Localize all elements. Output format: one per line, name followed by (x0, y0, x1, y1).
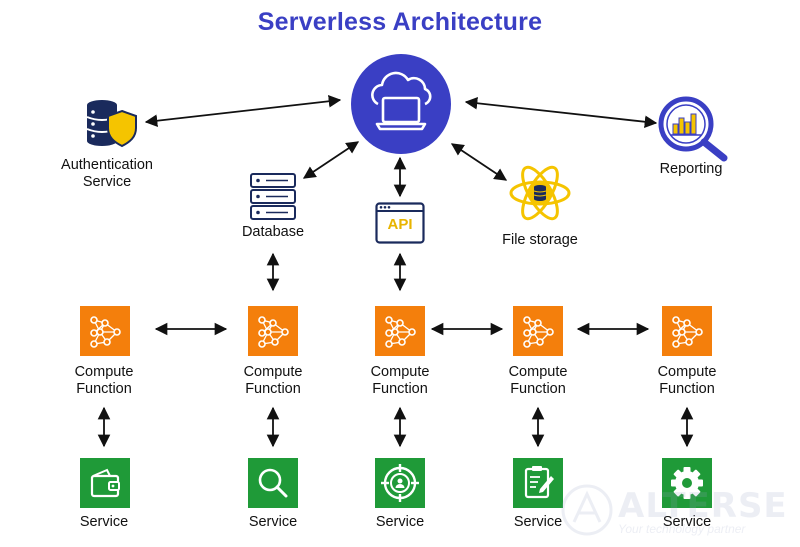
edge-cloud-filestorage (450, 143, 508, 181)
compute-function-4 (513, 306, 563, 356)
neural-network-icon (258, 316, 289, 348)
edge-auth-cloud (144, 95, 342, 127)
api-node (375, 202, 425, 244)
file-storage-node (509, 160, 571, 226)
service-label: Service (79, 514, 129, 530)
service-search (248, 458, 298, 508)
server-rack-icon (250, 173, 296, 220)
watermark-logo-icon (561, 484, 613, 536)
gear-icon (671, 467, 703, 499)
service-label: Service (662, 514, 712, 530)
search-icon (258, 468, 288, 498)
service-wallet (80, 458, 130, 508)
compute-function-3 (375, 306, 425, 356)
auth-service-label: Authentication Service (61, 157, 153, 190)
watermark-tagline: Your technology partner (618, 522, 746, 536)
api-window-icon (375, 202, 425, 244)
neural-network-icon (385, 316, 416, 348)
service-label: Service (513, 514, 563, 530)
compute-function-label: Compute Function (370, 364, 430, 397)
reporting-node (656, 94, 728, 162)
diagram-title: Serverless Architecture (257, 8, 543, 36)
compute-function-label: Compute Function (657, 364, 717, 397)
neural-network-icon (672, 316, 703, 348)
database-shield-icon (86, 100, 137, 148)
compute-function-label: Compute Function (243, 364, 303, 397)
reporting-label: Reporting (659, 161, 723, 177)
cloud-node (351, 54, 451, 154)
chart-magnifier-icon (658, 96, 728, 162)
edge-cloud-database (302, 141, 360, 179)
watermark: ALTERSE Your technology partner (560, 482, 800, 542)
file-storage-label: File storage (502, 232, 578, 248)
compute-function-label: Compute Function (508, 364, 568, 397)
edge-cloud-reporting (464, 96, 658, 129)
atom-storage-icon (509, 165, 571, 221)
target-user-icon (381, 464, 419, 502)
service-label: Service (248, 514, 298, 530)
neural-network-icon (90, 316, 121, 348)
service-clipboard (513, 458, 563, 508)
database-node (248, 172, 298, 222)
watermark-brand: ALTERSE (618, 486, 788, 526)
neural-network-icon (523, 316, 554, 348)
compute-function-5 (662, 306, 712, 356)
clipboard-pen-icon (524, 466, 554, 499)
database-label: Database (241, 224, 305, 240)
service-target (375, 458, 425, 508)
service-label: Service (375, 514, 425, 530)
service-settings (662, 458, 712, 508)
auth-service-node (82, 97, 142, 153)
api-label: API (387, 216, 413, 233)
compute-function-1 (80, 306, 130, 356)
compute-function-2 (248, 306, 298, 356)
compute-function-label: Compute Function (74, 364, 134, 397)
cloud-laptop-icon (351, 54, 451, 154)
wallet-icon (90, 468, 120, 498)
